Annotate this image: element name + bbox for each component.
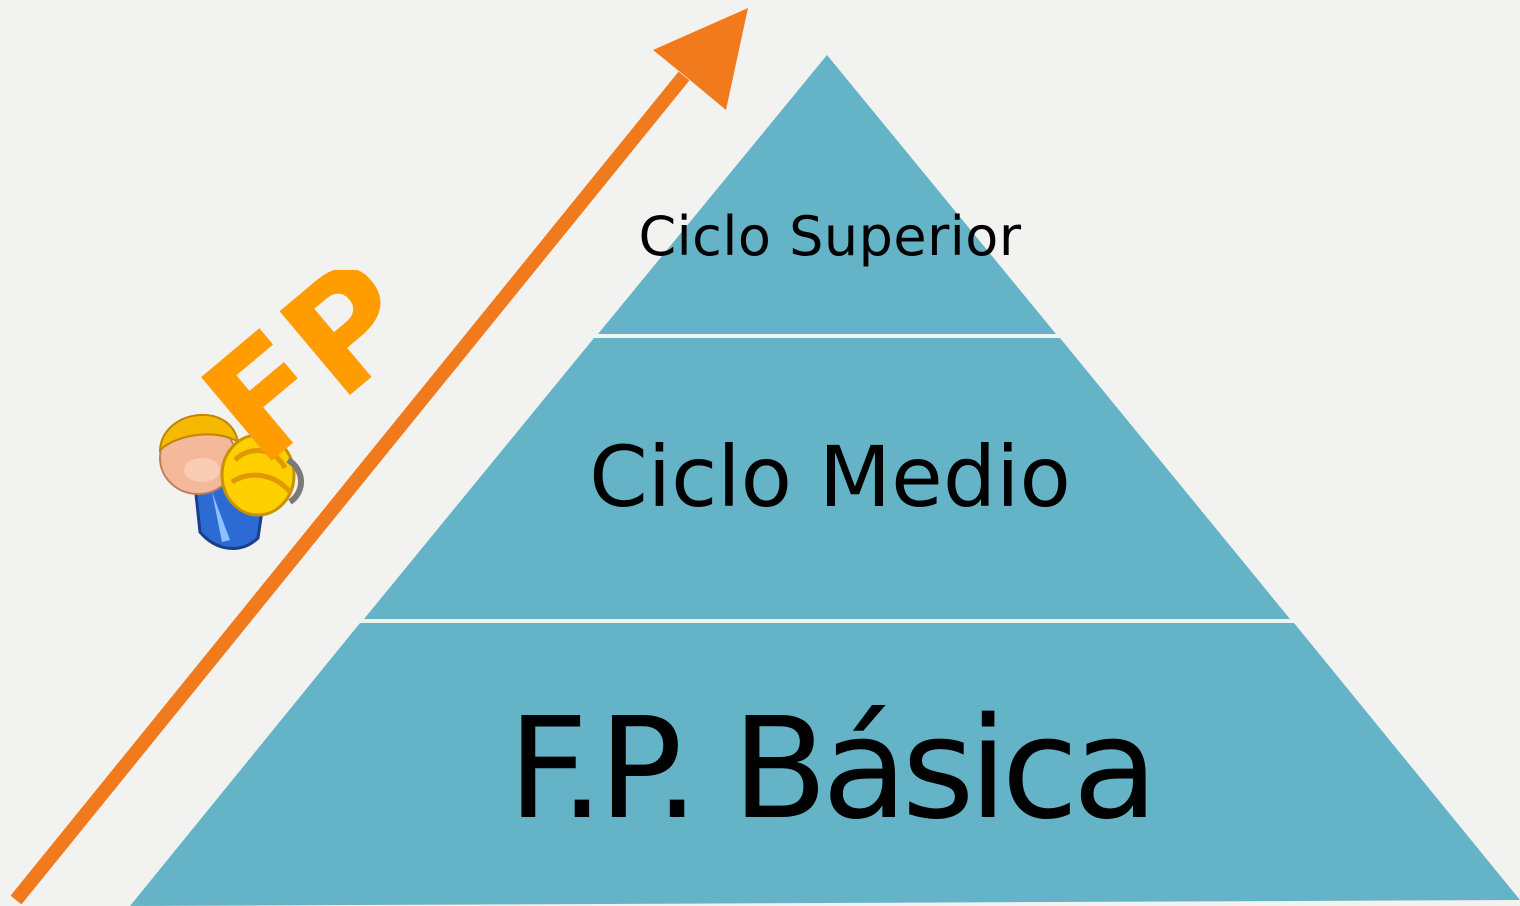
arrow-head-icon xyxy=(653,8,748,110)
worker-with-hardhat-icon xyxy=(158,413,304,550)
pyramid-tier-base xyxy=(130,623,1520,906)
pyramid-tier-middle xyxy=(364,338,1290,619)
fp-logo: FP xyxy=(158,270,400,550)
pyramid-tier-top xyxy=(598,55,1056,334)
arrow-shaft xyxy=(10,71,690,905)
progress-arrow xyxy=(10,8,748,905)
